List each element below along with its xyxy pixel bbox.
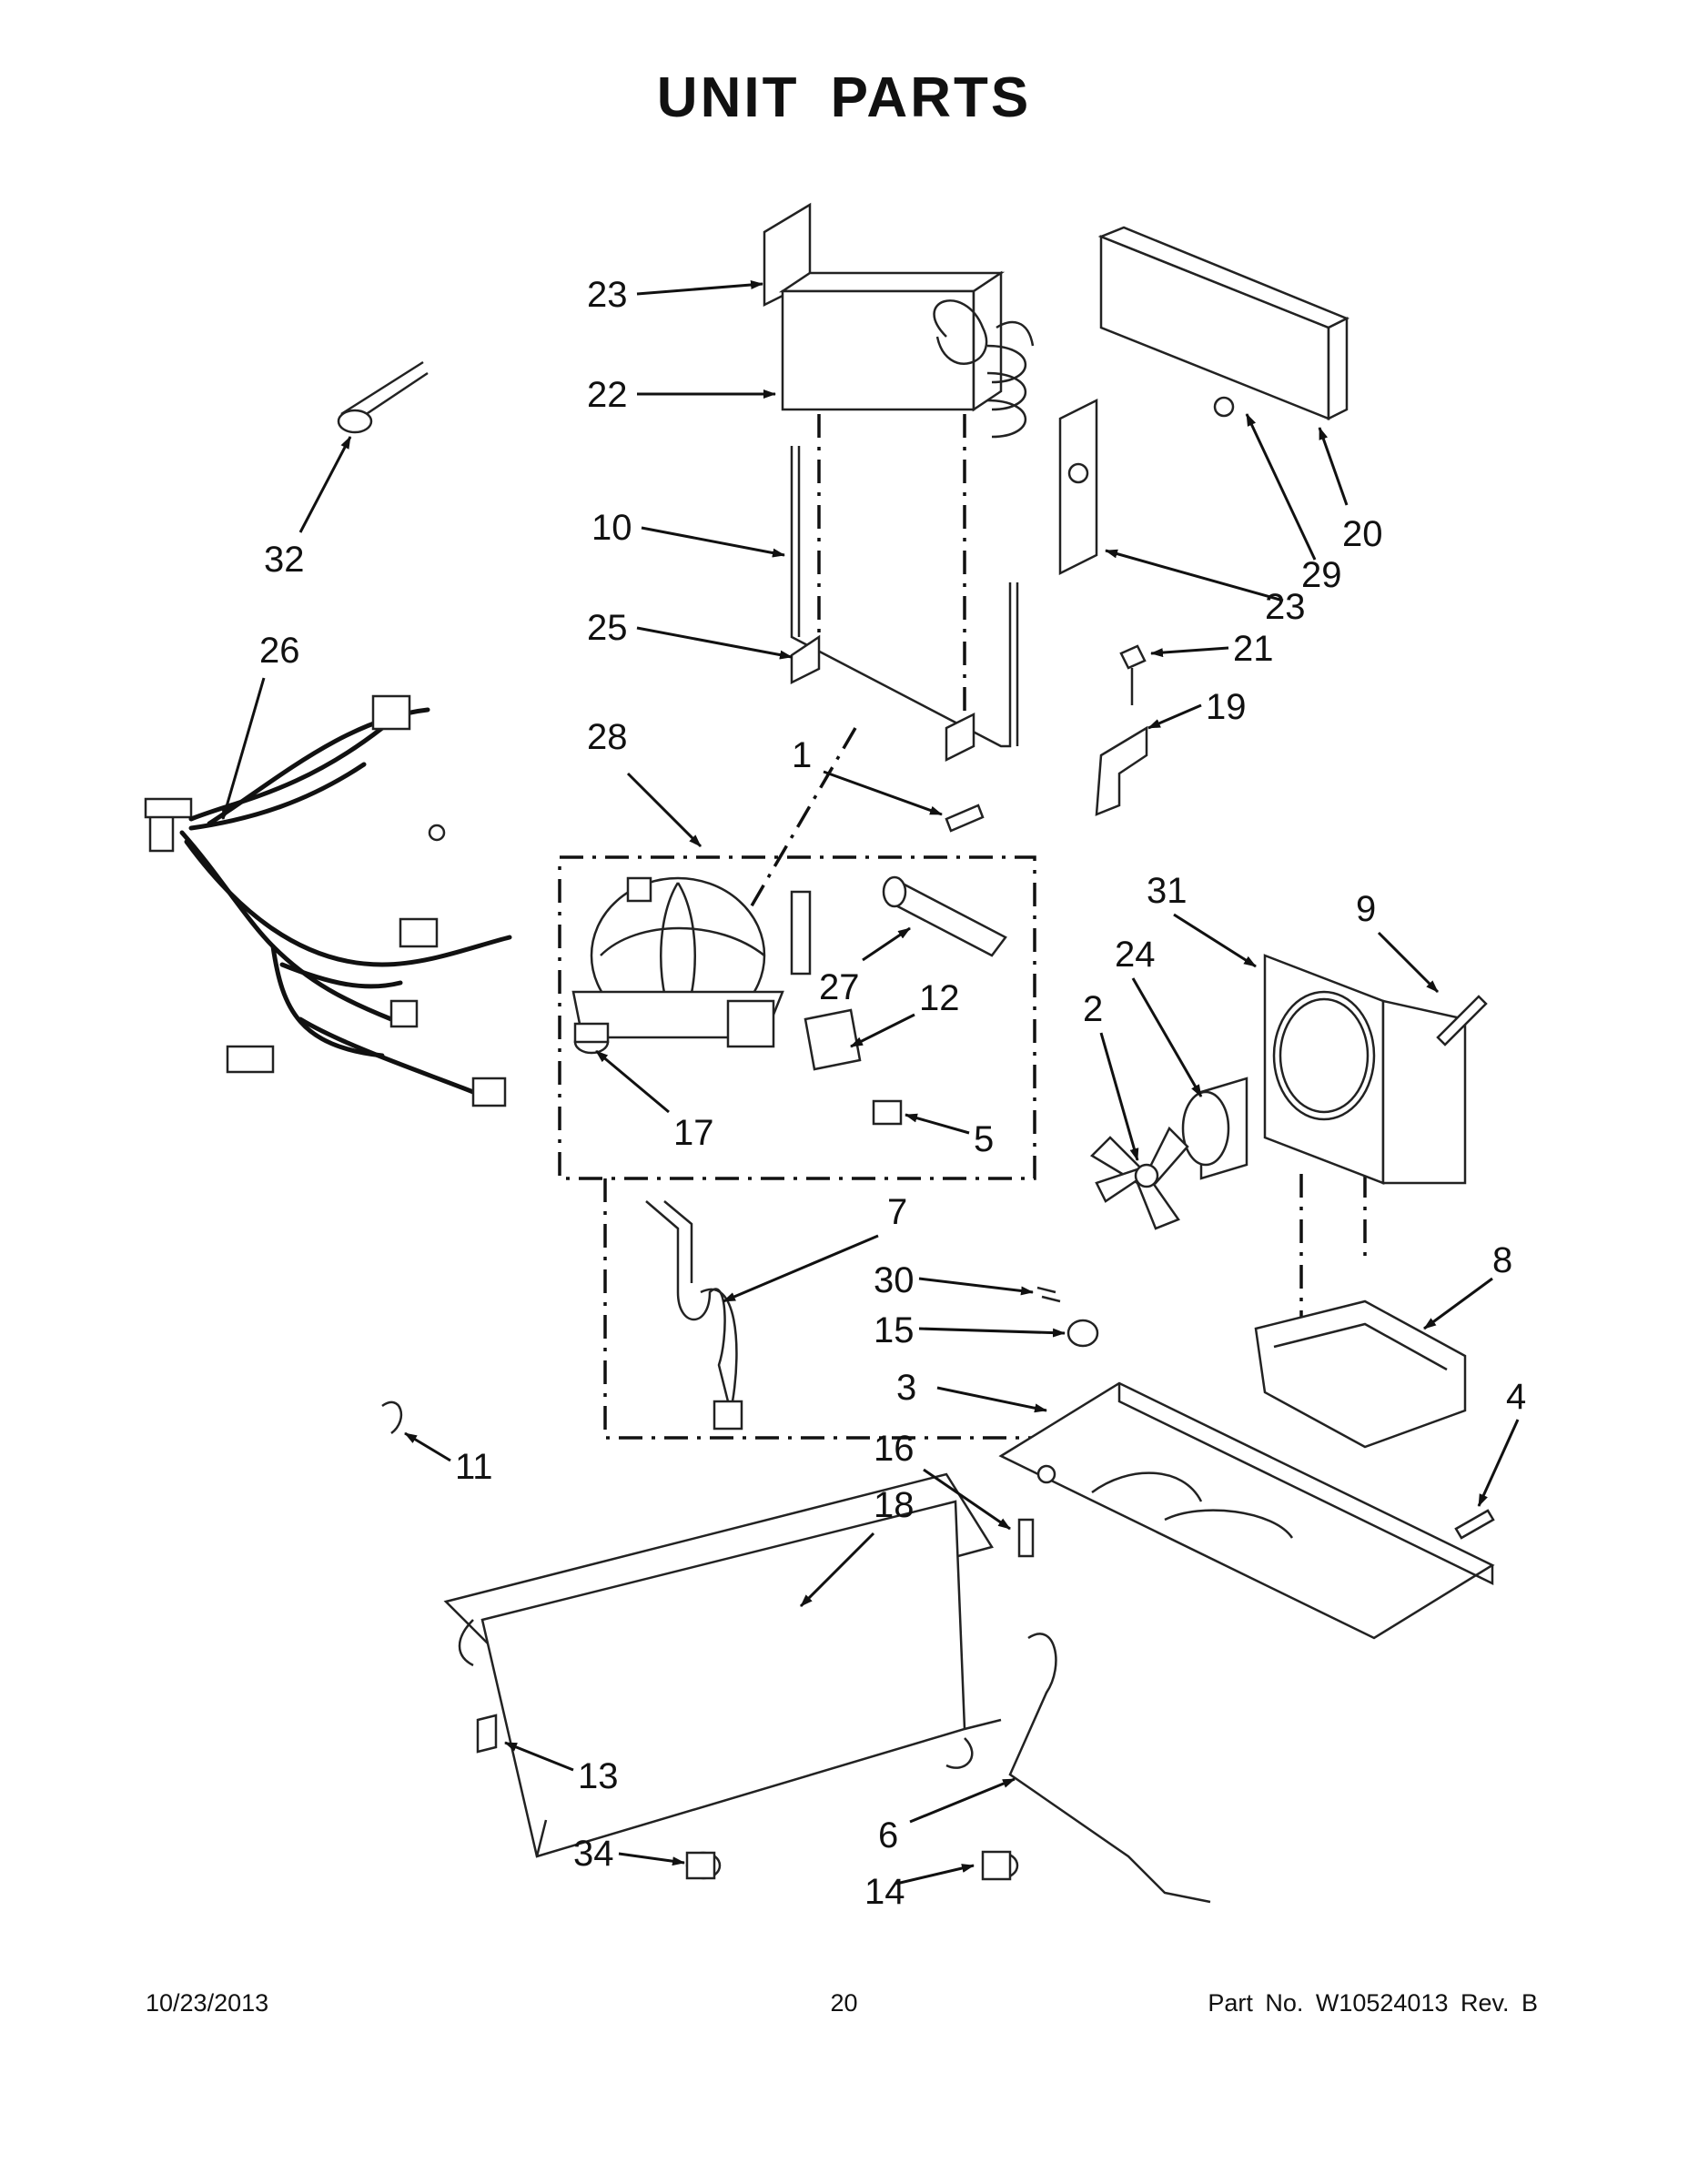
screw-part xyxy=(1017,1518,1035,1558)
callout-label: 6 xyxy=(878,1815,898,1855)
callout-label: 22 xyxy=(587,375,628,415)
wire-harness-part xyxy=(144,694,512,1107)
callout-label: 4 xyxy=(1506,1377,1526,1417)
callout-label: 34 xyxy=(573,1834,614,1874)
plug-part xyxy=(685,1851,722,1880)
callout-label: 16 xyxy=(874,1429,915,1469)
callout-label: 9 xyxy=(1356,889,1376,929)
callout-label: 17 xyxy=(673,1113,714,1153)
callout-label: 23 xyxy=(587,275,628,315)
screw-part xyxy=(1436,995,1488,1046)
callout-label: 23 xyxy=(1265,587,1306,627)
callout-label: 30 xyxy=(874,1260,915,1300)
callout-label: 13 xyxy=(578,1756,619,1796)
clip-part xyxy=(476,1714,498,1754)
tube-part xyxy=(645,1200,743,1431)
callout-label: 25 xyxy=(587,608,628,648)
callout-label: 32 xyxy=(264,540,305,580)
fan-blade-part xyxy=(1089,1126,1189,1230)
wire-part xyxy=(1008,1633,1211,1904)
callout-label: 31 xyxy=(1147,871,1188,911)
callout-label: 11 xyxy=(455,1447,493,1487)
screw-part xyxy=(1454,1509,1495,1540)
callout-label: 21 xyxy=(1233,629,1274,669)
clip-part xyxy=(381,1400,403,1434)
grommet-part xyxy=(573,1022,610,1055)
callout-label: 19 xyxy=(1206,687,1247,727)
callout-labels: 23 22 10 25 28 1 27 12 17 5 32 26 20 29 … xyxy=(259,275,1526,1912)
leader-arrows xyxy=(221,280,1520,1886)
callout-label: 18 xyxy=(874,1485,915,1525)
spring-part xyxy=(1036,1286,1061,1303)
callout-label: 15 xyxy=(874,1310,915,1350)
footer-date: 10/23/2013 xyxy=(146,1989,269,2017)
callout-label: 7 xyxy=(887,1192,907,1232)
screw-and-clip-part xyxy=(1095,644,1148,816)
condenser-part xyxy=(443,1472,1002,1858)
compressor-part xyxy=(571,876,812,1048)
callout-label: 3 xyxy=(896,1368,916,1408)
filter-drier-part xyxy=(882,875,1007,957)
callout-label: 27 xyxy=(819,967,860,1007)
page-title: UNIT PARTS xyxy=(656,66,1032,129)
base-plate-part xyxy=(998,1381,1495,1640)
thermistor-part xyxy=(337,360,429,434)
callout-label: 24 xyxy=(1115,935,1156,975)
callout-label: 28 xyxy=(587,717,628,757)
fan-motor-part xyxy=(1181,1077,1248,1180)
tray-part xyxy=(1254,1299,1467,1449)
callout-label: 2 xyxy=(1083,989,1103,1029)
drain-trough-part xyxy=(1097,226,1350,421)
callout-label: 29 xyxy=(1301,555,1342,595)
callout-label: 12 xyxy=(919,978,960,1018)
callout-label: 20 xyxy=(1342,514,1383,554)
footer-page-number: 20 xyxy=(830,1989,858,2017)
callout-label: 1 xyxy=(792,735,812,775)
defrost-heater-part xyxy=(790,446,1019,763)
callout-label: 26 xyxy=(259,631,300,671)
compressor-assembly-box xyxy=(558,855,1036,1180)
callout-label: 10 xyxy=(591,508,632,548)
callout-label: 8 xyxy=(1492,1240,1512,1280)
callout-label: 14 xyxy=(864,1872,905,1912)
start-relay-part xyxy=(804,1008,903,1126)
fan-shroud-part xyxy=(1263,954,1467,1185)
bushing-part xyxy=(1066,1319,1099,1348)
evaporator-part xyxy=(763,202,1098,576)
callout-label: 5 xyxy=(974,1119,994,1159)
plug-part xyxy=(981,1850,1019,1881)
footer-part-number: Part No. W10524013 Rev. B xyxy=(1208,1989,1538,2017)
bolt-part xyxy=(945,804,985,833)
